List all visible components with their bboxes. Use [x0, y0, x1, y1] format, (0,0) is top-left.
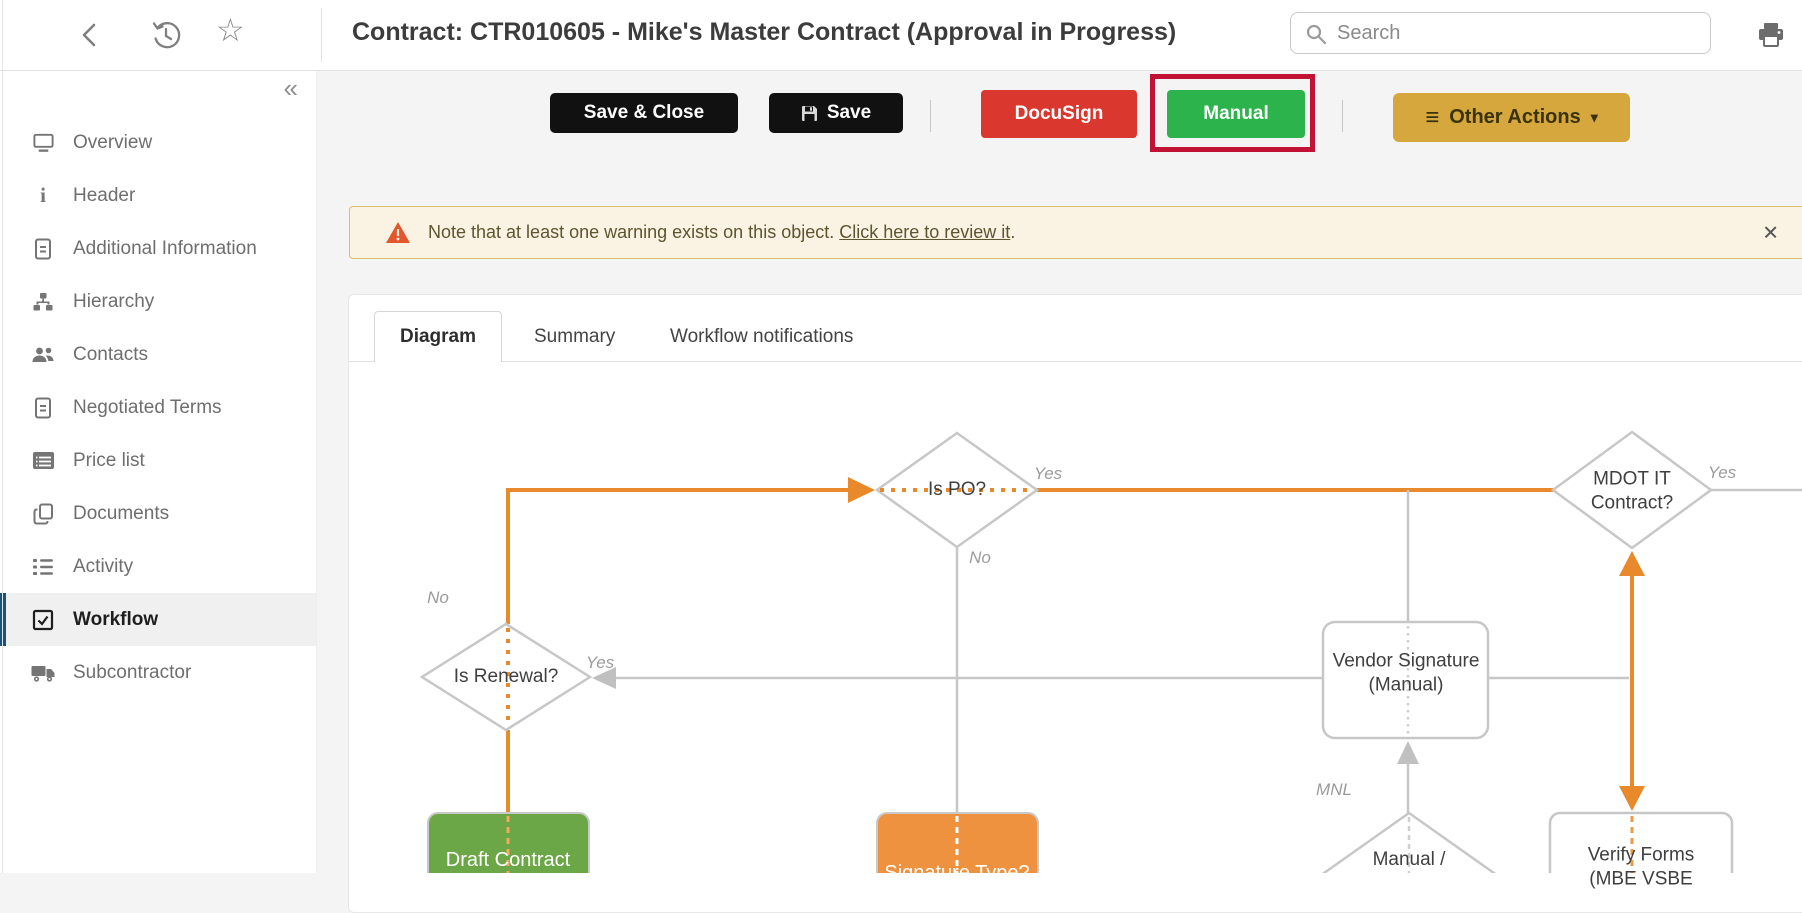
sidebar-item-label: Activity	[73, 555, 134, 577]
node-verify-forms: Verify Forms (MBE VSBE	[1587, 844, 1695, 890]
manual-button[interactable]: Manual	[1167, 90, 1305, 138]
warning-text: Note that at least one warning exists on…	[428, 222, 835, 242]
sidebar-item-label: Hierarchy	[73, 290, 155, 312]
document-icon	[30, 237, 56, 261]
window-left-edge	[2, 0, 3, 873]
info-icon: i	[40, 183, 46, 207]
save-and-close-button[interactable]: Save & Close	[550, 93, 738, 133]
sidebar-item-hierarchy[interactable]: Hierarchy	[0, 275, 316, 328]
button-divider	[930, 100, 931, 132]
sidebar-item-workflow[interactable]: Workflow	[0, 593, 316, 646]
top-bar: ☆ Contract: CTR010605 - Mike's Master Co…	[0, 0, 1802, 71]
sidebar-item-label: Workflow	[73, 608, 159, 630]
sidebar-item-label: Header	[73, 184, 136, 206]
other-actions-button[interactable]: ≡ Other Actions ▾	[1393, 93, 1630, 142]
node-manual-branch: Manual /	[1372, 848, 1446, 870]
warning-review-link[interactable]: Click here to review it	[839, 222, 1011, 242]
sidebar-item-label: Additional Information	[73, 237, 257, 259]
topbar-divider	[321, 8, 322, 62]
node-signature-type: Signature Type?	[884, 862, 1030, 885]
sidebar-item-additional-information[interactable]: Additional Information	[0, 222, 316, 275]
edge-label-po-yes: Yes	[1033, 464, 1063, 483]
hierarchy-icon	[30, 290, 56, 314]
hamburger-icon: ≡	[1425, 103, 1440, 131]
monitor-icon	[30, 131, 56, 155]
chevron-down-icon: ▾	[1590, 109, 1598, 125]
sidebar-item-activity[interactable]: Activity	[0, 540, 316, 593]
sidebar-item-label: Subcontractor	[73, 661, 192, 683]
warning-suffix: .	[1010, 222, 1016, 242]
search-input[interactable]	[1290, 12, 1711, 54]
node-vendor-signature: Vendor Signature (Manual)	[1332, 650, 1480, 696]
node-is-renewal: Is Renewal?	[453, 665, 559, 687]
close-icon[interactable]: ✕	[1762, 222, 1779, 244]
tab-workflow-notifications[interactable]: Workflow notifications	[670, 325, 854, 347]
edge-label-renewal-no: No	[427, 588, 449, 607]
edge-label-po-no: No	[969, 548, 991, 567]
sidebar-item-overview[interactable]: Overview	[0, 116, 316, 169]
warning-triangle-icon	[385, 221, 411, 245]
button-divider	[1342, 100, 1343, 132]
save-button-label: Save	[826, 102, 872, 123]
truck-icon	[30, 661, 56, 685]
warning-banner: Note that at least one warning exists on…	[349, 206, 1802, 259]
tab-bar: Diagram Summary Workflow notifications	[348, 294, 1802, 362]
sidebar-item-label: Documents	[73, 502, 170, 524]
tab-summary[interactable]: Summary	[534, 325, 616, 347]
sidebar-item-subcontractor[interactable]: Subcontractor	[0, 646, 316, 699]
sidebar-item-negotiated-terms[interactable]: Negotiated Terms	[0, 381, 316, 434]
node-is-po: Is PO?	[927, 478, 987, 500]
sidebar: « Overview i Header Additional Informati…	[0, 71, 317, 873]
history-icon[interactable]	[150, 19, 182, 56]
sidebar-item-header[interactable]: i Header	[0, 169, 316, 222]
sidebar-item-label: Contacts	[73, 343, 148, 365]
tab-diagram[interactable]: Diagram	[374, 311, 502, 362]
star-icon[interactable]: ☆	[216, 12, 245, 48]
page-title: Contract: CTR010605 - Mike's Master Cont…	[352, 18, 1177, 46]
highlight-annotation-box	[1150, 74, 1315, 152]
print-icon[interactable]	[1756, 20, 1786, 55]
check-square-icon	[30, 608, 56, 632]
save-button[interactable]: Save	[769, 93, 903, 133]
edge-label-mdot-yes: Yes	[1707, 463, 1737, 482]
search-box	[1290, 12, 1711, 54]
sidebar-item-label: Overview	[73, 131, 153, 153]
sidebar-item-label: Price list	[73, 449, 145, 471]
edge-label-mnl: MNL	[1316, 780, 1352, 799]
node-draft-contract: Draft Contract	[445, 849, 571, 872]
warning-message: Note that at least one warning exists on…	[428, 222, 1015, 243]
sidebar-item-documents[interactable]: Documents	[0, 487, 316, 540]
users-icon	[30, 343, 56, 367]
activity-list-icon	[30, 555, 56, 579]
search-icon	[1304, 22, 1328, 51]
edge-label-renewal-yes: Yes	[585, 653, 615, 672]
collapse-sidebar-icon[interactable]: «	[283, 73, 298, 103]
price-list-icon	[30, 449, 56, 473]
copy-icon	[30, 502, 56, 526]
other-actions-label: Other Actions	[1449, 106, 1581, 128]
back-icon[interactable]	[78, 21, 102, 54]
floppy-icon	[801, 105, 818, 122]
sidebar-item-price-list[interactable]: Price list	[0, 434, 316, 487]
document-icon	[30, 396, 56, 420]
sidebar-item-contacts[interactable]: Contacts	[0, 328, 316, 381]
sidebar-nav: Overview i Header Additional Information	[0, 116, 316, 699]
sidebar-item-label: Negotiated Terms	[73, 396, 222, 418]
workflow-card	[348, 294, 1802, 913]
docusign-button[interactable]: DocuSign	[981, 90, 1137, 138]
node-mdot-it-contract: MDOT IT Contract?	[1590, 468, 1674, 514]
